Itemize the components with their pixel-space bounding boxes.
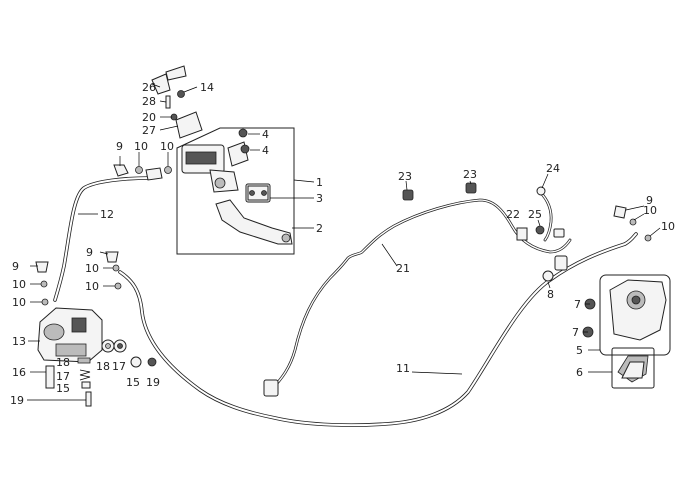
- brake-hose-11: [118, 232, 638, 427]
- callout-28: 28: [142, 95, 156, 108]
- master-cylinder-group-box: [176, 127, 295, 255]
- mount-bolt-16: [45, 365, 55, 389]
- callout-5: 5: [576, 344, 583, 357]
- screw-4a: [238, 128, 248, 138]
- callout-21: 21: [396, 262, 410, 275]
- wire-harness-24: [538, 190, 553, 242]
- washer-10-master-a: [135, 166, 143, 174]
- hose-mount-bracket: [554, 255, 568, 271]
- washer-10-abs-right-a: [112, 264, 120, 272]
- leader-lines: [27, 83, 661, 401]
- callout-26: 26: [142, 81, 156, 94]
- callout-24: 24: [546, 162, 560, 175]
- wheel-speed-sensor: [263, 379, 279, 397]
- bolt-19-lower: [85, 391, 92, 407]
- clamp-bolt-28: [165, 95, 171, 109]
- sensor-wire-21: [271, 198, 572, 390]
- callout-23a: 23: [398, 170, 412, 183]
- damper-18-lower: [77, 357, 91, 364]
- spring-17-lower: [79, 369, 91, 381]
- washer-10-caliper-b: [644, 234, 652, 242]
- brake-pads: [617, 355, 649, 383]
- callout-9b: 9: [86, 246, 93, 259]
- callout-1: 1: [316, 176, 323, 189]
- callout-10d: 10: [85, 280, 99, 293]
- sensor-connector: [553, 228, 565, 238]
- callout-19b: 19: [146, 376, 160, 389]
- abs-modulator: [37, 307, 103, 363]
- banjo-bolt-9-abs-right: [105, 251, 119, 263]
- collar-17: [113, 339, 127, 353]
- callout-10f: 10: [160, 140, 174, 153]
- banjo-bolt-9-master: [113, 164, 129, 177]
- collar-15-lower: [81, 381, 91, 389]
- callout-17a: 17: [56, 370, 70, 383]
- callout-10a: 10: [12, 278, 26, 291]
- damper-18: [101, 339, 115, 353]
- brake-hose-12: [53, 176, 152, 302]
- callout-19a: 19: [10, 394, 24, 407]
- callout-20: 20: [142, 111, 156, 124]
- callout-labels: 1 2 3 4 4 5 6 7 7 8 9 9 9 9 10 10 10 10 …: [10, 81, 675, 407]
- washer-10-abs-left-a: [40, 280, 48, 288]
- callout-7a: 7: [574, 298, 581, 311]
- hose-clip-8: [542, 270, 554, 282]
- callout-10e: 10: [134, 140, 148, 153]
- callout-14: 14: [200, 81, 214, 94]
- brake-lever: [215, 199, 293, 245]
- callout-12: 12: [100, 208, 114, 221]
- bracket-22: [516, 227, 528, 241]
- washer-10-abs-right-b: [114, 282, 122, 290]
- callout-22: 22: [506, 208, 520, 221]
- callout-4a: 4: [262, 128, 269, 141]
- callout-9c: 9: [116, 140, 123, 153]
- hose-clamp-23a: [402, 189, 414, 201]
- hose-clamp-23b: [465, 182, 477, 194]
- callout-9d: 9: [646, 194, 653, 207]
- brake-caliper: [609, 279, 667, 341]
- callout-10h: 10: [661, 220, 675, 233]
- lever-clamp: [151, 65, 203, 139]
- callout-7b: 7: [572, 326, 579, 339]
- callout-9a: 9: [12, 260, 19, 273]
- callout-16: 16: [12, 366, 26, 379]
- callout-23b: 23: [463, 168, 477, 181]
- clip-25: [535, 225, 545, 235]
- callout-25: 25: [528, 208, 542, 221]
- callout-10c: 10: [85, 262, 99, 275]
- screw-4b: [240, 144, 250, 154]
- washer-10-abs-left-b: [41, 298, 49, 306]
- callout-10g: 10: [643, 204, 657, 217]
- callout-15b: 15: [126, 376, 140, 389]
- callout-18b: 18: [96, 360, 110, 373]
- callout-8: 8: [547, 288, 554, 301]
- clip-24: [536, 186, 546, 196]
- callout-4b: 4: [262, 144, 269, 157]
- washer-15: [130, 356, 142, 368]
- callout-3: 3: [316, 192, 323, 205]
- nut-19: [147, 357, 157, 367]
- callout-17b: 17: [112, 360, 126, 373]
- hose-end-fitting-master: [145, 167, 163, 181]
- callout-18a: 18: [56, 356, 70, 369]
- callout-6: 6: [576, 366, 583, 379]
- bolt-14: [177, 90, 185, 98]
- callout-11: 11: [396, 362, 410, 375]
- brake-pads-box: [611, 347, 655, 389]
- callout-13: 13: [12, 335, 26, 348]
- banjo-bolt-9-abs-left: [35, 261, 49, 273]
- washer-10-master-b: [164, 166, 172, 174]
- master-cylinder: [181, 144, 239, 193]
- washer-10-caliper-a: [629, 218, 637, 226]
- banjo-bolt-9-caliper: [613, 205, 627, 219]
- callout-2: 2: [316, 222, 323, 235]
- switch-bracket: [245, 183, 271, 203]
- callout-27: 27: [142, 124, 156, 137]
- callout-15a: 15: [56, 382, 70, 395]
- callout-10b: 10: [12, 296, 26, 309]
- brake-caliper-box: [599, 274, 671, 356]
